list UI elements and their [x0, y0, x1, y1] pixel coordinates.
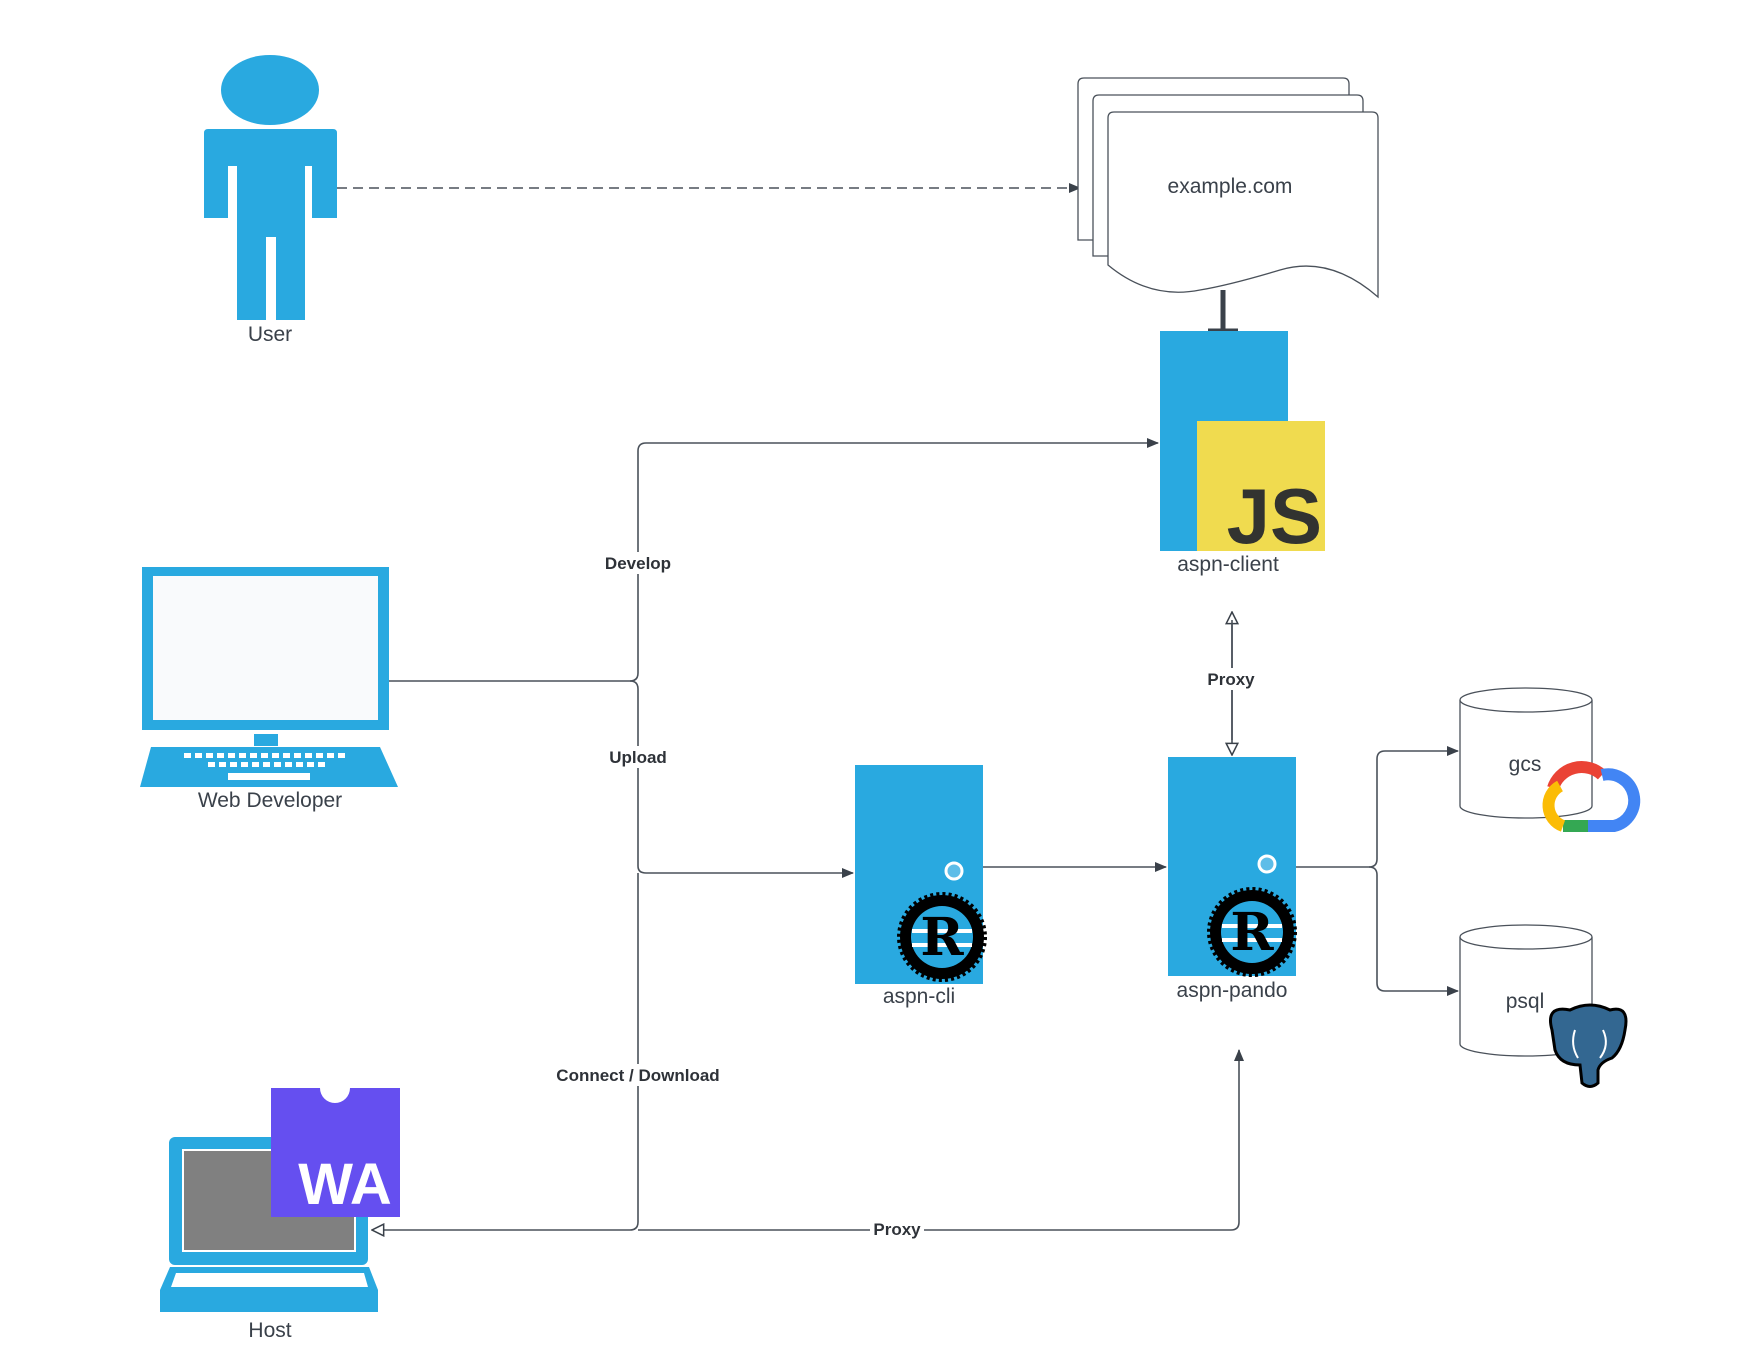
- svg-text:Connect / Download: Connect / Download: [556, 1066, 719, 1085]
- host-label: Host: [248, 1319, 291, 1342]
- psql-label: psql: [1506, 990, 1545, 1013]
- aspn-pando-label: aspn-pando: [1177, 979, 1288, 1002]
- google-cloud-icon: [1542, 761, 1641, 832]
- svg-text:R: R: [1230, 902, 1274, 963]
- aspn-client-label: aspn-client: [1177, 553, 1279, 576]
- aspn-cli-label: aspn-cli: [883, 985, 955, 1008]
- edge-developer-trunk[interactable]: [372, 438, 1159, 1230]
- webassembly-logo-icon: WA: [271, 1088, 400, 1217]
- user-label: User: [248, 323, 292, 346]
- edge-website-to-client[interactable]: [1208, 290, 1238, 334]
- psql-node[interactable]: psql: [1459, 924, 1628, 1088]
- postgresql-elephant-icon: [1549, 1003, 1628, 1088]
- aspn-client-node[interactable]: JS aspn-client: [1160, 331, 1325, 576]
- aspn-pando-node[interactable]: R aspn-pando: [1168, 757, 1297, 1002]
- person-icon: [204, 55, 337, 320]
- edge-label-upload: Upload: [602, 746, 674, 768]
- web-developer-label: Web Developer: [198, 789, 342, 812]
- svg-text:R: R: [920, 907, 964, 968]
- web-developer-node[interactable]: Web Developer: [140, 567, 398, 812]
- edge-label-proxy-host: Proxy: [870, 1218, 924, 1240]
- website-node[interactable]: example.com: [1077, 77, 1379, 299]
- status-light-icon: [1257, 854, 1277, 874]
- desktop-computer-icon: [140, 567, 398, 787]
- svg-text:Upload: Upload: [609, 748, 667, 767]
- edge-label-proxy-client: Proxy: [1203, 668, 1259, 690]
- multiple-documents-icon: [1077, 77, 1379, 299]
- edge-pando-to-storage[interactable]: [1296, 746, 1459, 996]
- svg-text:Proxy: Proxy: [873, 1220, 921, 1239]
- gcs-label: gcs: [1509, 753, 1542, 776]
- database-cylinder-icon: [1459, 924, 1593, 1057]
- svg-text:Proxy: Proxy: [1207, 670, 1255, 689]
- rust-logo-icon: R: [897, 892, 987, 982]
- edge-label-connect-download: Connect / Download: [550, 1064, 726, 1086]
- status-light-icon: [944, 861, 964, 881]
- svg-text:Develop: Develop: [605, 554, 671, 573]
- user-node[interactable]: User: [204, 55, 337, 346]
- svg-text:JS: JS: [1227, 472, 1322, 560]
- aspn-cli-node[interactable]: R aspn-cli: [855, 765, 987, 1008]
- website-label: example.com: [1168, 175, 1293, 198]
- edge-host-to-pando[interactable]: [638, 1049, 1244, 1231]
- host-node[interactable]: WA Host: [160, 1088, 400, 1342]
- gcs-node[interactable]: gcs: [1459, 687, 1641, 832]
- edge-label-develop: Develop: [596, 552, 680, 574]
- svg-text:WA: WA: [298, 1152, 391, 1217]
- js-logo-icon: JS: [1197, 421, 1325, 560]
- rust-logo-icon: R: [1207, 887, 1297, 977]
